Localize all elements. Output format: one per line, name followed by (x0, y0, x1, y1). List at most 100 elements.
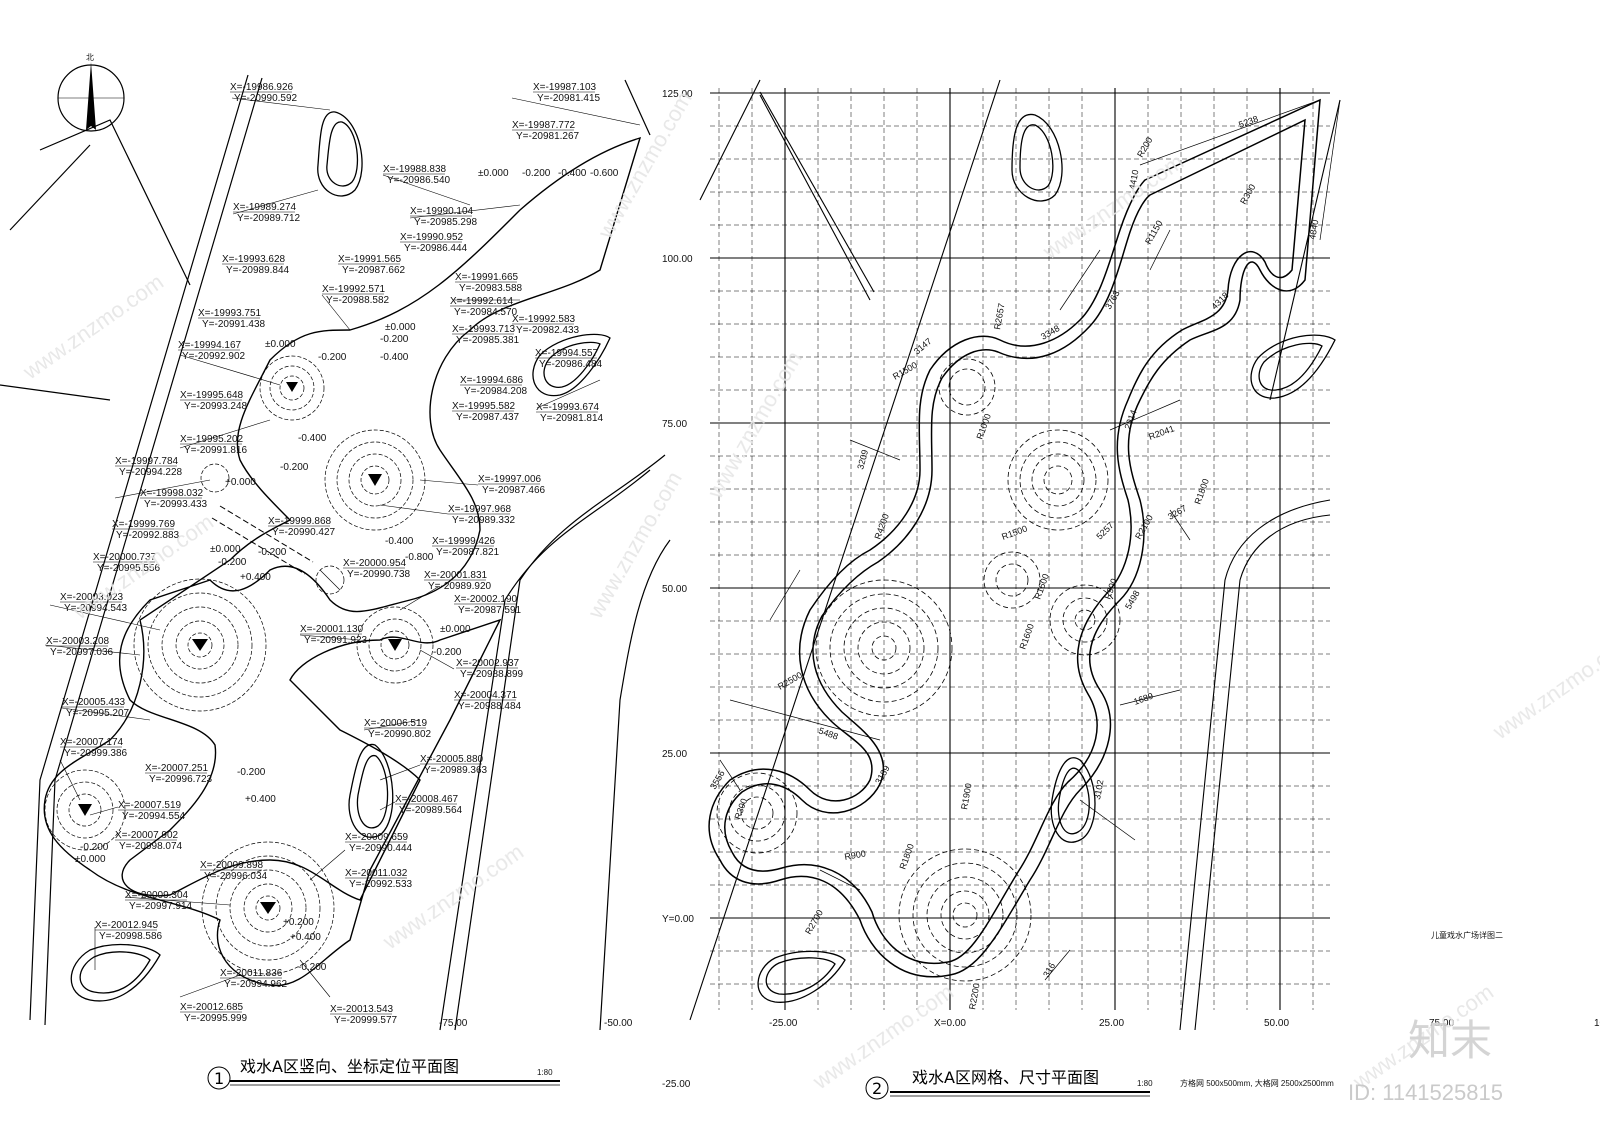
coordinate-x: X=-20001.831 (424, 570, 488, 581)
elevation-label: -0.200 (298, 962, 327, 973)
coordinate-x: X=-19993.674 (536, 402, 600, 413)
drain-icons (78, 382, 402, 914)
coordinate-x: X=-20009.659 (345, 832, 409, 843)
watermark-text: www.znzmo.com (582, 467, 687, 623)
y-axis-tick-label: 25.00 (662, 749, 687, 760)
coordinate-x: X=-20012.945 (95, 920, 159, 931)
coordinate-y: Y=-20988.899 (460, 669, 524, 680)
radius-label: R1800 (1192, 477, 1210, 505)
elevation-label: -0.200 (218, 557, 247, 568)
grid-note: 方格网 500x500mm, 大格网 2500x2500mm (1180, 1078, 1334, 1088)
site-boundary (0, 74, 671, 1031)
coordinate-y: Y=-20991.816 (184, 445, 248, 456)
dimension-label: 4840 (1307, 219, 1320, 240)
coordinate-y: Y=-20998.586 (99, 931, 163, 942)
coordinate-y: Y=-20983.588 (459, 283, 523, 294)
radius-label: R900 (844, 848, 867, 862)
coordinate-x: X=-20007.251 (145, 763, 209, 774)
dimension-label: 5257 (1094, 520, 1115, 541)
coordinate-x: X=-20007.174 (60, 737, 124, 748)
watermark-text: www.znzmo.com (1488, 629, 1600, 745)
elevation-label: -0.400 (385, 536, 414, 547)
radius-label: R2700 (803, 908, 825, 936)
elevation-label: +0.400 (290, 932, 321, 943)
dimension-label: 5488 (817, 725, 839, 741)
radius-label: R2200 (967, 982, 981, 1010)
radius-label: R200 (1135, 135, 1154, 159)
x-axis-tick-label: 50.00 (1264, 1018, 1289, 1029)
radius-label: R900 (1102, 577, 1119, 601)
coordinate-x: X=-19994.686 (460, 375, 524, 386)
coordinate-y: Y=-20996.723 (149, 774, 213, 785)
y-axis-tick-label: Y=0.00 (662, 914, 694, 925)
coordinate-y: Y=-20989.844 (226, 265, 290, 276)
water-plaza-outline (43, 136, 642, 987)
coordinate-x: X=-19992.614 (450, 296, 514, 307)
radius-label: R300 (1238, 182, 1257, 206)
leader-lines (44, 97, 641, 998)
elevation-label: -0.400 (558, 168, 587, 179)
plan-1-title: 戏水A区竖向、坐标定位平面图 (240, 1057, 459, 1076)
coordinate-x: X=-20012.685 (180, 1002, 244, 1013)
watermark-text: www.znzmo.com (378, 839, 528, 955)
elevation-label: +0.400 (240, 572, 271, 583)
watermarks: www.znzmo.com www.znzmo.com www.znzmo.co… (18, 87, 1600, 1105)
coordinate-x: X=-20003.023 (60, 592, 124, 603)
elevation-label: -0.200 (237, 767, 266, 778)
y-axis-tick-label: 75.00 (662, 419, 687, 430)
dimension-label: 3763 (1103, 289, 1122, 311)
plan-2-title-block: 2 戏水A区网格、尺寸平面图 1:80 方格网 500x500mm, 大格网 2… (865, 1068, 1334, 1100)
coordinate-y: Y=-20997.914 (129, 901, 193, 912)
coordinate-y: Y=-20999.577 (334, 1015, 398, 1026)
coordinate-x: X=-19986.926 (230, 82, 294, 93)
elevation-label: +0.400 (245, 794, 276, 805)
y-axis-tick-label: -25.00 (662, 1079, 691, 1090)
watermark-text: www.znzmo.com (702, 347, 807, 503)
coordinate-y: Y=-20997.036 (50, 647, 114, 658)
coordinate-y: Y=-20989.712 (237, 213, 301, 224)
plan-2-title: 戏水A区网格、尺寸平面图 (912, 1068, 1099, 1087)
plan-1: 北 (0, 53, 671, 1090)
coordinate-x: X=-19991.665 (455, 272, 519, 283)
coordinate-x: X=-20000.737 (93, 552, 157, 563)
dimension-label: 1689 (1132, 691, 1154, 707)
coordinate-x: X=-19993.628 (222, 254, 286, 265)
elevation-label: ±0.000 (265, 339, 296, 350)
coordinate-y: Y=-20994.228 (119, 467, 183, 478)
coordinate-x: X=-20006.519 (364, 718, 428, 729)
coordinate-x: X=-20011.836 (220, 968, 283, 979)
coordinate-y: Y=-20992.902 (182, 351, 246, 362)
radius-label: R1000 (974, 412, 992, 440)
coordinate-y: Y=-20986.444 (404, 243, 468, 254)
